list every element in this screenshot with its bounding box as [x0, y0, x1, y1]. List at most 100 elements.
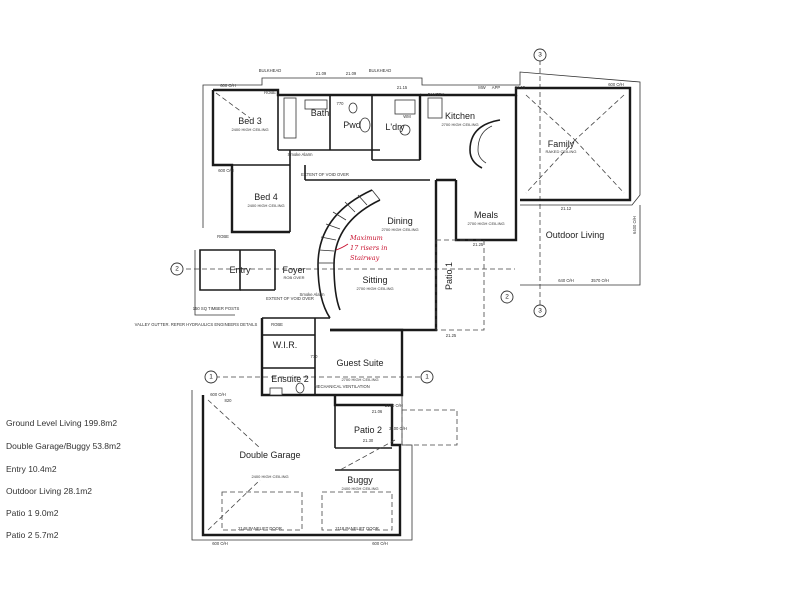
svg-text:600 O/H: 600 O/H [608, 82, 624, 87]
svg-text:ROBE: ROBE [217, 234, 229, 239]
exterior-walls [201, 86, 632, 537]
svg-text:21.09: 21.09 [316, 71, 327, 76]
svg-text:VALLEY GUTTER. REFER HYDRAULIC: VALLEY GUTTER. REFER HYDRAULICS ENGINEER… [135, 322, 258, 327]
area-garage-buggy: Double Garage/Buggy 53.8m2 [6, 441, 121, 451]
svg-text:Stairway: Stairway [350, 254, 380, 262]
svg-text:6400 O/H: 6400 O/H [632, 216, 637, 234]
ceiling-bed4: 2400 HIGH CEILING [247, 203, 284, 208]
label-foyer: Foyer [282, 265, 305, 275]
label-bath: Bath [311, 108, 330, 118]
svg-text:820: 820 [225, 398, 233, 403]
svg-text:Smoke Alarm: Smoke Alarm [288, 152, 313, 157]
svg-text:21.30: 21.30 [363, 438, 374, 443]
label-sitting: Sitting [362, 275, 387, 285]
svg-text:ROBE: ROBE [264, 90, 276, 95]
grid-marker-3-bottom: 3 [533, 304, 547, 318]
label-kitchen: Kitchen [445, 111, 475, 121]
ceiling-kitchen: 2700 HIGH CEILING [441, 122, 478, 127]
svg-text:770: 770 [311, 354, 319, 359]
ceiling-sitting: 2700 HIGH CEILING [356, 286, 393, 291]
ceiling-double-garage: 2400 HIGH CEILING [251, 474, 288, 479]
ceiling-foyer: ROB OVER [283, 275, 304, 280]
svg-text:2: 2 [505, 294, 509, 301]
svg-text:600 O/H: 600 O/H [372, 541, 388, 546]
ceiling-family: RAKED CEILING [546, 149, 577, 154]
svg-text:2118 PANELIFT DOOR: 2118 PANELIFT DOOR [335, 526, 379, 531]
svg-text:21.09: 21.09 [346, 71, 357, 76]
grid-marker-2-left: 2 [170, 262, 184, 276]
grid-lines [170, 60, 541, 378]
svg-text:21.12: 21.12 [561, 206, 572, 211]
svg-text:WM: WM [403, 114, 411, 119]
label-ldry: L'dry [385, 122, 405, 132]
svg-text:1: 1 [425, 374, 429, 381]
label-patio2: Patio 2 [354, 425, 382, 435]
svg-text:2100 O/H: 2100 O/H [385, 403, 403, 408]
label-outdoor-living: Outdoor Living [546, 230, 605, 240]
svg-text:21.15: 21.15 [397, 85, 408, 90]
svg-text:BULKHEAD: BULKHEAD [259, 68, 282, 73]
svg-text:3100 O/H: 3100 O/H [389, 426, 407, 431]
label-ensuite2: Ensuite 2 [271, 374, 309, 384]
handwritten-note: Maximum 17 risers in Stairway [335, 234, 387, 262]
label-pwd: Pwd [343, 120, 361, 130]
svg-text:Maximum: Maximum [349, 234, 383, 242]
svg-text:2: 2 [175, 266, 179, 273]
ceiling-buggy: 2400 HIGH CEILING [341, 486, 378, 491]
svg-text:3: 3 [538, 52, 542, 59]
area-patio2: Patio 2 5.7m2 [6, 530, 59, 540]
svg-text:3: 3 [538, 308, 542, 315]
plan-notes: ROBE ROBE ROBE Smoke Alarm Smoke Alarm E… [135, 68, 637, 546]
room-labels: Bed 3 2400 HIGH CEILING Bath Pwd L'dry K… [229, 108, 604, 491]
svg-text:600 O/H: 600 O/H [220, 83, 236, 88]
label-buggy: Buggy [347, 475, 373, 485]
area-entry: Entry 10.4m2 [6, 464, 57, 474]
ceiling-meals: 2700 HIGH CEILING [467, 221, 504, 226]
label-patio1: Patio 1 [444, 262, 454, 290]
svg-text:600 O/H: 600 O/H [218, 168, 234, 173]
label-entry: Entry [229, 265, 251, 275]
label-bed4: Bed 4 [254, 192, 278, 202]
svg-text:EXTENT OF VOID OVER: EXTENT OF VOID OVER [301, 172, 349, 177]
label-bed3: Bed 3 [238, 116, 262, 126]
grid-marker-2-right: 2 [500, 290, 514, 304]
svg-text:3570 O/H: 3570 O/H [591, 278, 609, 283]
svg-text:PANTRY: PANTRY [428, 92, 445, 97]
label-family: Family [548, 139, 575, 149]
svg-text:770: 770 [337, 101, 345, 106]
staircase [317, 119, 501, 319]
ceiling-dining: 2700 HIGH CEILING [381, 227, 418, 232]
label-double-garage: Double Garage [239, 450, 300, 460]
svg-text:MECHANICAL VENTILATION: MECHANICAL VENTILATION [314, 384, 370, 389]
svg-text:21.06: 21.06 [372, 409, 383, 414]
svg-text:640 O/H: 640 O/H [558, 278, 574, 283]
ceiling-bed3: 2400 HIGH CEILING [231, 127, 268, 132]
svg-text:1: 1 [209, 374, 213, 381]
svg-text:APP: APP [492, 85, 501, 90]
label-meals: Meals [474, 210, 499, 220]
area-ground-level: Ground Level Living 199.8m2 [6, 418, 118, 428]
area-outdoor-living: Outdoor Living 28.1m2 [6, 486, 92, 496]
label-guest-suite: Guest Suite [336, 358, 383, 368]
svg-text:ROBE: ROBE [271, 322, 283, 327]
svg-text:21.25: 21.25 [446, 333, 457, 338]
grid-marker-1-right: 1 [420, 370, 434, 384]
ceiling-guest-suite: 2700 HIGH CEILING [341, 377, 378, 382]
svg-text:21.15: 21.15 [515, 85, 526, 90]
svg-text:MW: MW [478, 85, 485, 90]
fixtures [207, 92, 625, 531]
svg-text:EXTENT OF VOID OVER: EXTENT OF VOID OVER [266, 296, 314, 301]
svg-text:17 risers in: 17 risers in [350, 244, 387, 252]
grid-marker-3-top: 3 [533, 48, 547, 62]
svg-text:600 O/H: 600 O/H [210, 392, 226, 397]
grid-marker-1-left: 1 [204, 370, 218, 384]
label-dining: Dining [387, 216, 413, 226]
svg-text:Smoke Alarm: Smoke Alarm [300, 292, 325, 297]
interior-walls [199, 95, 430, 471]
label-wir: W.I.R. [273, 340, 298, 350]
svg-text:150 SQ TIMBER POSTS: 150 SQ TIMBER POSTS [193, 306, 240, 311]
svg-text:21.25: 21.25 [473, 242, 484, 247]
svg-text:600 O/H: 600 O/H [212, 541, 228, 546]
area-patio1: Patio 1 9.0m2 [6, 508, 59, 518]
